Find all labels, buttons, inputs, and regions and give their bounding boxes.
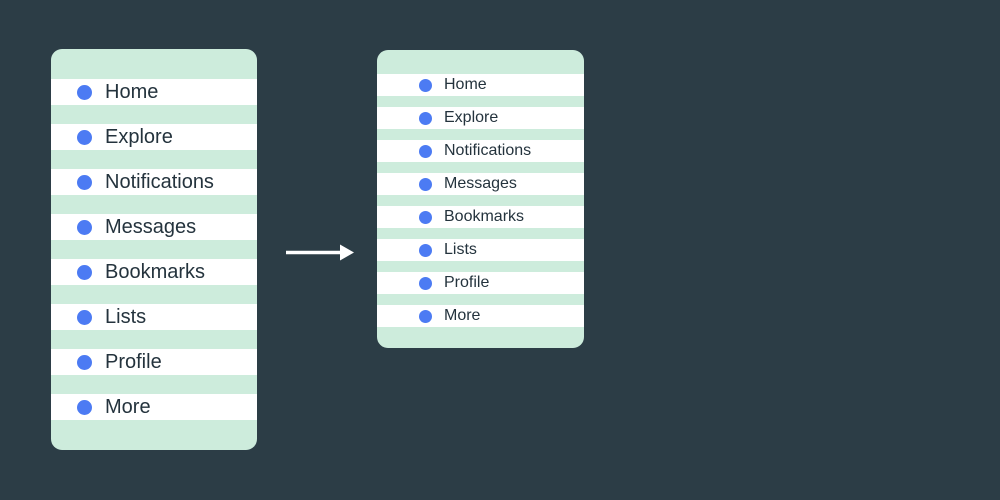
menu-list-before: Home Explore Notifications Messages Book… bbox=[51, 79, 257, 420]
menu-item-notifications[interactable]: Notifications bbox=[377, 140, 584, 162]
menu-list-after: Home Explore Notifications Messages Book… bbox=[377, 74, 584, 327]
bullet-icon bbox=[77, 399, 92, 415]
menu-item-home[interactable]: Home bbox=[51, 79, 257, 105]
bullet-icon bbox=[77, 264, 92, 280]
menu-item-messages[interactable]: Messages bbox=[377, 173, 584, 195]
bullet-icon bbox=[77, 84, 92, 100]
bullet-icon bbox=[77, 129, 92, 145]
menu-item-label: More bbox=[105, 396, 151, 418]
bullet-icon bbox=[419, 111, 432, 125]
menu-item-more[interactable]: More bbox=[51, 394, 257, 420]
menu-item-label: Explore bbox=[444, 109, 499, 126]
menu-panel-before: Home Explore Notifications Messages Book… bbox=[51, 49, 257, 450]
menu-item-label: Lists bbox=[444, 241, 477, 258]
bullet-icon bbox=[419, 177, 432, 191]
right-arrow-icon bbox=[286, 244, 354, 261]
menu-item-explore[interactable]: Explore bbox=[51, 124, 257, 150]
bullet-icon bbox=[419, 210, 432, 224]
bullet-icon bbox=[419, 243, 432, 257]
bullet-icon bbox=[419, 78, 432, 92]
bullet-icon bbox=[77, 174, 92, 190]
menu-item-notifications[interactable]: Notifications bbox=[51, 169, 257, 195]
menu-item-home[interactable]: Home bbox=[377, 74, 584, 96]
menu-item-label: Profile bbox=[105, 351, 162, 373]
menu-item-label: Messages bbox=[444, 175, 517, 192]
bullet-icon bbox=[419, 276, 432, 290]
menu-item-more[interactable]: More bbox=[377, 305, 584, 327]
menu-item-label: Bookmarks bbox=[105, 261, 206, 283]
menu-item-label: More bbox=[444, 307, 481, 324]
bullet-icon bbox=[77, 219, 92, 235]
menu-item-label: Profile bbox=[444, 274, 490, 291]
menu-item-profile[interactable]: Profile bbox=[51, 349, 257, 375]
bullet-icon bbox=[77, 354, 92, 370]
bullet-icon bbox=[419, 144, 432, 158]
menu-item-label: Notifications bbox=[105, 171, 214, 193]
menu-item-bookmarks[interactable]: Bookmarks bbox=[51, 259, 257, 285]
menu-panel-after: Home Explore Notifications Messages Book… bbox=[377, 50, 584, 348]
menu-item-profile[interactable]: Profile bbox=[377, 272, 584, 294]
menu-item-explore[interactable]: Explore bbox=[377, 107, 584, 129]
menu-item-label: Home bbox=[105, 81, 159, 103]
menu-item-label: Lists bbox=[105, 306, 147, 328]
menu-item-label: Home bbox=[444, 76, 487, 93]
menu-item-lists[interactable]: Lists bbox=[377, 239, 584, 261]
menu-item-label: Explore bbox=[105, 126, 173, 148]
menu-item-messages[interactable]: Messages bbox=[51, 214, 257, 240]
menu-item-bookmarks[interactable]: Bookmarks bbox=[377, 206, 584, 228]
bullet-icon bbox=[419, 309, 432, 323]
menu-item-lists[interactable]: Lists bbox=[51, 304, 257, 330]
menu-item-label: Notifications bbox=[444, 142, 532, 159]
bullet-icon bbox=[77, 309, 92, 325]
menu-item-label: Messages bbox=[105, 216, 197, 238]
menu-item-label: Bookmarks bbox=[444, 208, 525, 225]
transform-arrow bbox=[286, 244, 354, 261]
